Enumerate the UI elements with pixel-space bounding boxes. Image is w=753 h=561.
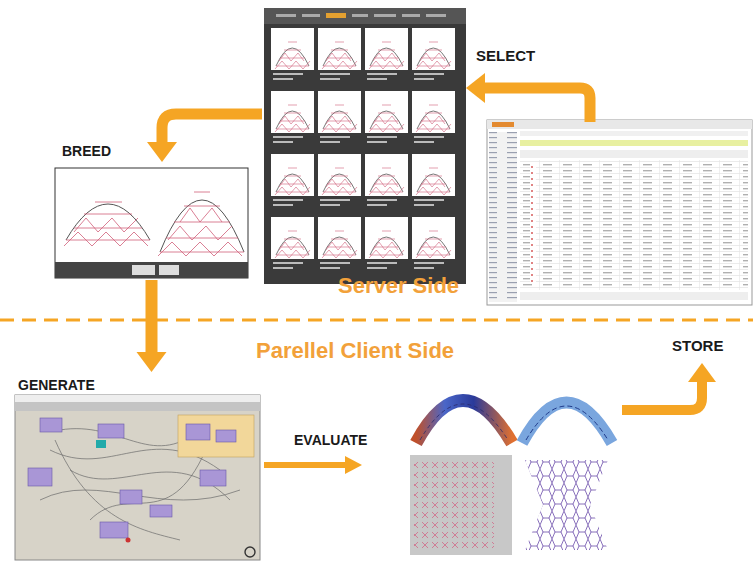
step-heading: GENERATE [18,377,95,394]
step-label: STORE [672,337,723,355]
zone-label: Server Side [338,273,459,299]
flow-arrow [137,280,167,372]
step-label: SELECT [476,47,535,65]
step-label: EVALUATE [294,432,367,449]
generate-panel: GENERATE [15,374,260,560]
zone-label: Parellel Client Side [256,338,454,364]
breed-panel: BREED [55,140,248,278]
step-heading: BREED [62,143,111,160]
